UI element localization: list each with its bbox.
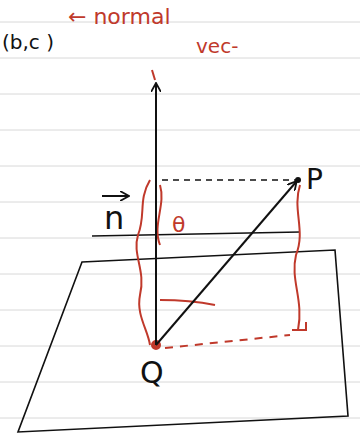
vector-qp [156,182,296,345]
dashed-line [162,179,296,180]
plane [18,250,348,432]
coordinates-text: (b,c ) [2,32,54,52]
point-p [295,177,301,183]
annotation-text: ← normal [68,6,171,28]
point-label: P [306,166,323,194]
ruled-lines [0,22,360,418]
angle-label: θ [172,214,185,236]
vector-bar [102,195,128,197]
normal-arrow [155,84,157,345]
point-label: Q [140,358,164,388]
red-construction [136,70,306,349]
vector-name: n [104,202,124,234]
annotation-text: vec- [196,36,238,56]
